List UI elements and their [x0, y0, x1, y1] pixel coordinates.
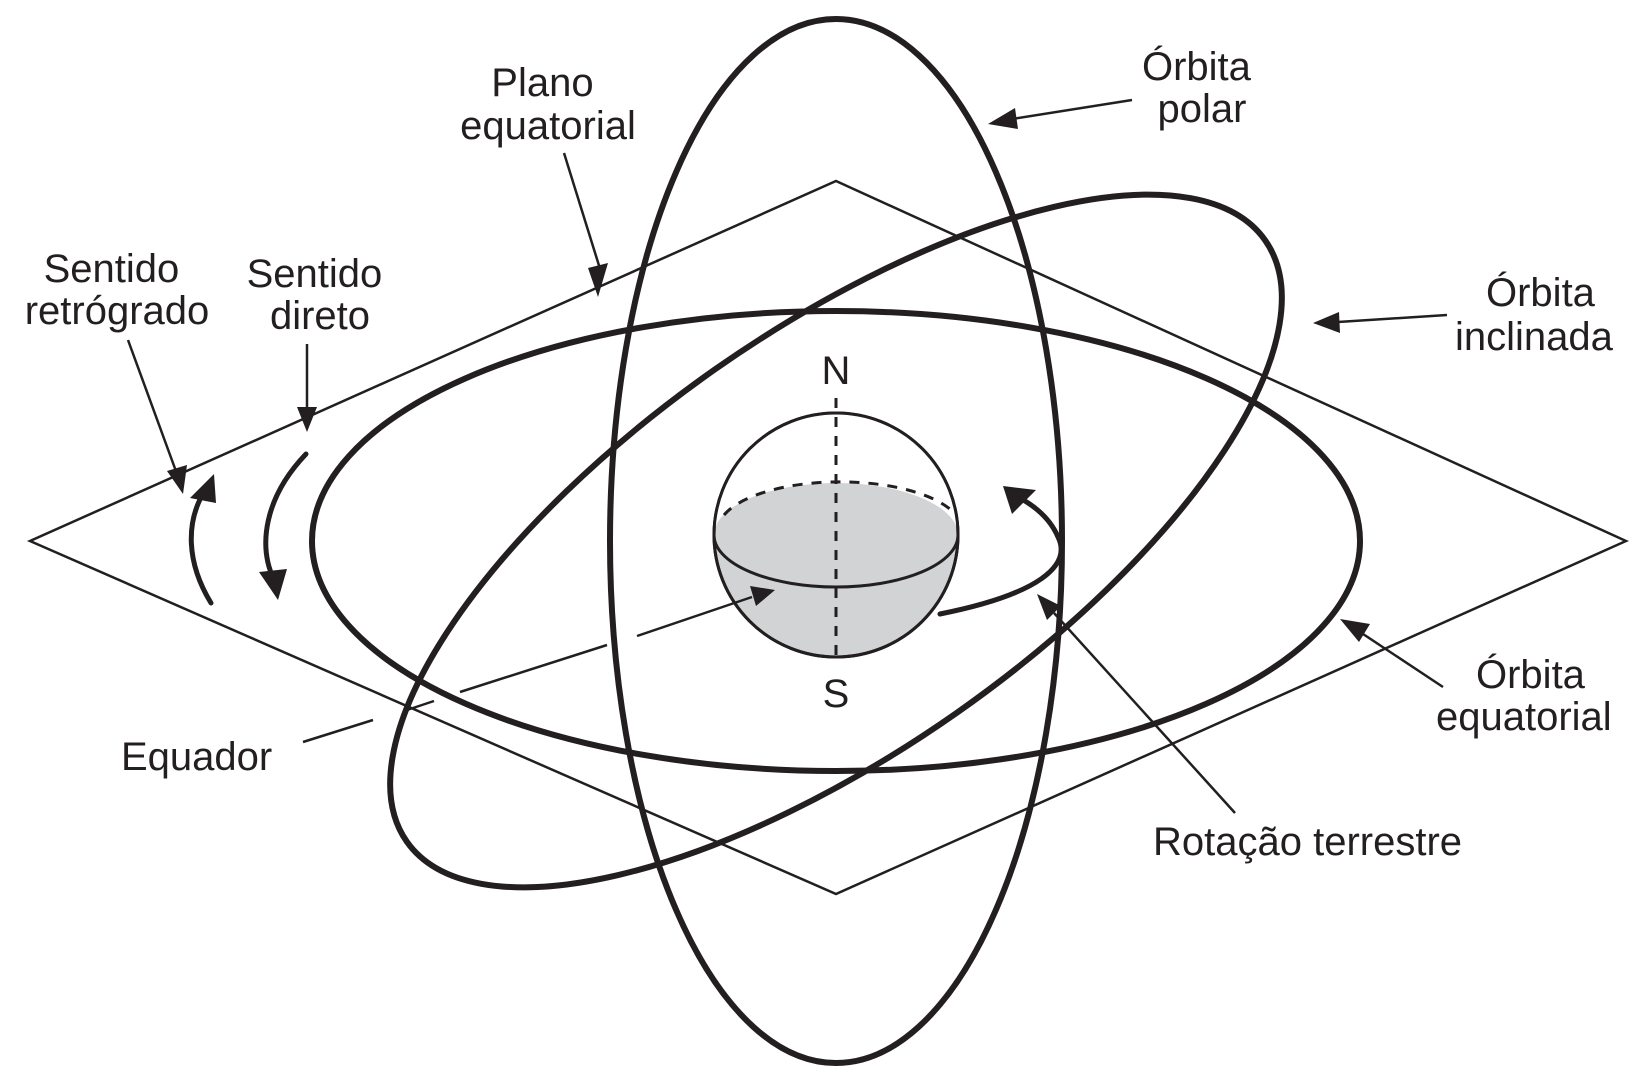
equatorial-orbit-label: Órbita equatorial [1436, 652, 1612, 739]
rotation-arc [937, 494, 1064, 617]
equatorial-pointer-arrowhead [1340, 619, 1370, 642]
polar-orbit-label: Órbita polar [1142, 44, 1262, 131]
equatorial-plane-label: Plano equatorial [460, 61, 636, 148]
earth-rotation-label: Rotação terrestre [1153, 820, 1462, 864]
direct-pointer-arrowhead [297, 407, 317, 432]
equatorial-orbit [309, 308, 1363, 774]
south-pole-label: S [823, 672, 850, 716]
retrograde-direction-arrowhead [190, 474, 216, 503]
rotation-arrowhead [1003, 486, 1036, 514]
retrograde-direction-arc [188, 489, 214, 606]
inclined-pointer-arrowhead [1313, 312, 1340, 333]
plane-pointer-arrowhead [588, 263, 608, 297]
equator-line [712, 534, 960, 589]
equator-label: Equador [121, 735, 272, 779]
inclined-orbit-label: Órbita inclinada [1455, 270, 1614, 359]
retrograde-pointer-arrowhead [167, 465, 187, 494]
earth [712, 398, 960, 660]
polar-pointer-arrowhead [988, 108, 1018, 129]
equatorial-plane [26, 179, 1629, 896]
direct-direction-label: Sentido direto [247, 252, 394, 338]
equator-pointer-arrowhead [750, 586, 775, 606]
equator-leader [302, 595, 753, 744]
north-pole-label: N [822, 349, 851, 393]
rotation-pointer-arrowhead [1037, 594, 1061, 620]
direct-direction-arc [263, 451, 309, 583]
inclined-orbit [387, 191, 1285, 891]
direct-direction-arrowhead [259, 569, 287, 600]
equator-hidden-line [722, 480, 958, 516]
retrograde-direction-label: Sentido retrógrado [25, 247, 210, 333]
